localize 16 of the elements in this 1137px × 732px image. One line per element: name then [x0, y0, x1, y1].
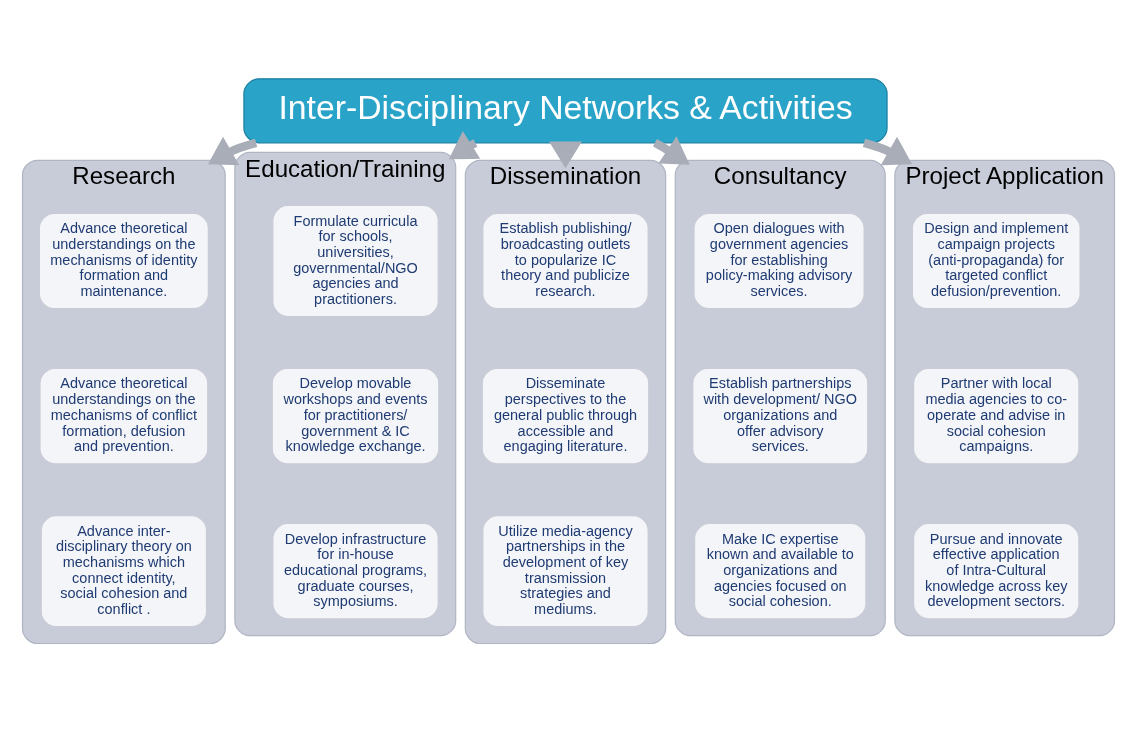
node-box: Establish publishing/ broadcasting outlets to popularize IC theory and publicize research.	[482, 212, 649, 310]
arrow	[652, 136, 690, 165]
node-box: Advance theoretical understandings on the mechanisms of identity formation and maintenance.	[38, 212, 209, 310]
node-box: Open dialogues with government agencies for establishing policy-making advisory services.	[693, 212, 865, 310]
node-box: Formulate curricula for schools, universities, governmental/NGO agencies and practitioners.	[272, 204, 439, 318]
node-box: Partner with local media agencies to co-operate and advise in social cohesion campaigns.	[913, 367, 1080, 465]
node-box: Disseminate perspectives to the general public through accessible and engaging literature.	[481, 367, 650, 465]
node-box: Develop infrastructure for in-house educational programs, graduate courses, symposiums.	[272, 522, 439, 620]
node-box: Advance theoretical understandings on the mechanisms of conflict formation, defusion and prevention.	[39, 367, 209, 465]
node-box: Establish partnerships with development/ NGO organizations and offer advisory services.	[692, 367, 869, 465]
node-box: Utilize media-agency partnerships in the development of key transmission strategies and mediums.	[482, 515, 649, 628]
node-box: Design and implement campaign projects (anti-propaganda) for targeted conflict defusion/prevention.	[911, 212, 1081, 310]
node-box: Develop movable workshops and events for practitioners/ government & IC knowledge exchange.	[271, 367, 440, 465]
node-box: Pursue and innovate effective application of Intra-Cultural knowledge across key development sectors.	[913, 522, 1080, 620]
node-box: Advance inter-disciplinary theory on mechanisms which connect identity, social cohesion and conflict .	[40, 515, 208, 628]
node-box: Make IC expertise known and available to organizations and agencies focused on social cohesion.	[694, 522, 867, 620]
